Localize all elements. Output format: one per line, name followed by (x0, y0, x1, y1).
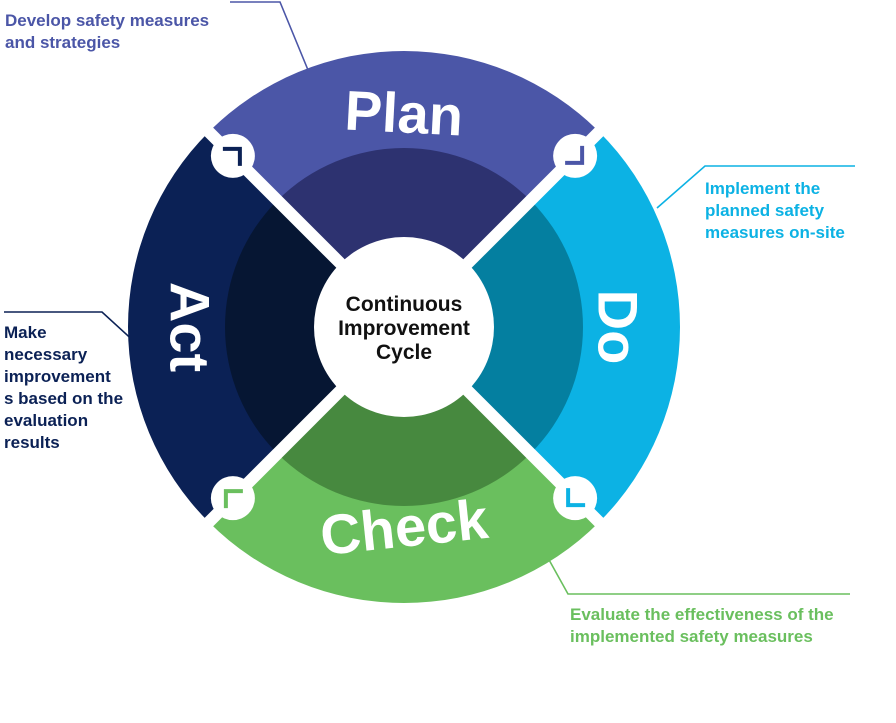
center-title-line-2: Improvement (338, 317, 470, 340)
do-segment (529, 131, 681, 523)
do-note-line: measures on-site (705, 223, 845, 242)
act-note-line: necessary (4, 345, 88, 364)
arrow-badge-plan-do-icon (553, 133, 598, 178)
center-circle (314, 237, 494, 417)
check-note: Evaluate the effectiveness of the implem… (570, 604, 834, 648)
act-note-line: evaluation (4, 411, 89, 430)
center-title-line-3: Cycle (376, 341, 432, 364)
inner-ring (225, 148, 583, 506)
check-segment (208, 452, 600, 604)
do-note: Implement the planned safety measures on… (705, 178, 845, 244)
act-note-line: improvement (4, 367, 111, 386)
arrow-badge-do-check-icon (553, 476, 598, 521)
do-label: Do (587, 290, 650, 365)
check-note-line: implemented safety measures (570, 627, 813, 646)
do-inner-band (466, 200, 583, 454)
arrow-badge-check-act-icon (210, 476, 255, 521)
segment-labels: Plan Do Check Act (159, 78, 650, 567)
act-note: Make necessary improvement s based on th… (4, 322, 123, 454)
check-callout-line (547, 557, 850, 595)
check-inner-band (277, 389, 531, 506)
act-label: Act (159, 282, 222, 372)
do-note-line: Implement the (705, 179, 821, 198)
plan-note-line: and strategies (5, 33, 121, 52)
center-title: Continuous Improvement Cycle (338, 293, 470, 364)
act-note-line: Make (4, 323, 47, 342)
do-note-line: planned safety (705, 201, 825, 220)
act-inner-band (225, 200, 342, 454)
act-note-line: s based on the (4, 389, 124, 408)
plan-note: Develop safety measures and strategies (5, 10, 209, 54)
do-callout-line (656, 165, 855, 209)
arrow-badge-act-plan-icon (210, 133, 255, 178)
plan-label: Plan (343, 78, 464, 147)
plan-segment (208, 50, 600, 202)
plan-note-line: Develop safety measures (5, 11, 210, 30)
callout-connectors (4, 1, 855, 595)
arrow-badges (210, 133, 598, 521)
act-note-line: results (4, 433, 60, 452)
act-segment (127, 131, 279, 523)
center-title-line-1: Continuous (346, 293, 463, 316)
plan-inner-band (277, 148, 531, 265)
outer-ring (127, 50, 681, 604)
check-note-line: Evaluate the effectiveness of the (570, 605, 834, 624)
plan-callout-line (230, 1, 309, 71)
